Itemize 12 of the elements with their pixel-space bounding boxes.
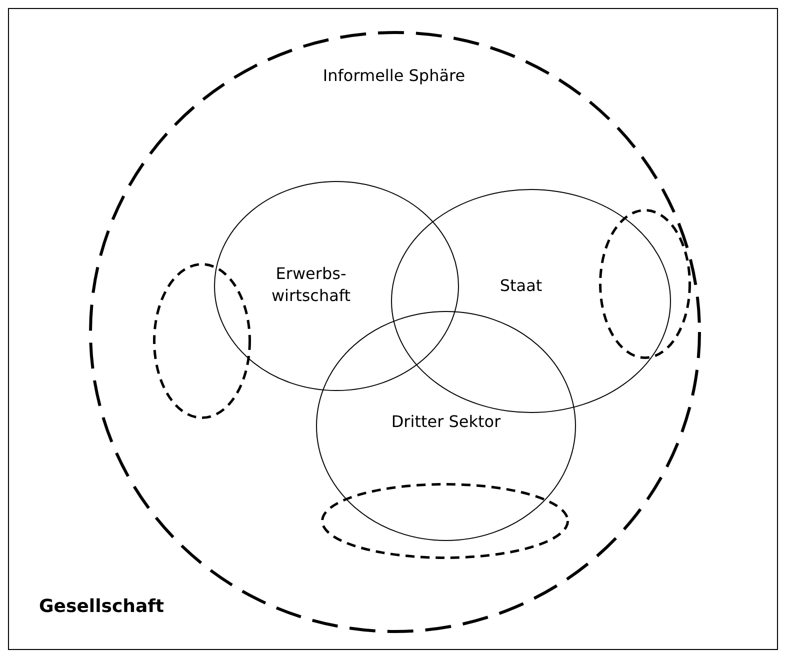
dashed-ellipse: [599, 209, 691, 359]
diagram-frame: [8, 8, 778, 650]
circle-label: Staat: [498, 275, 544, 297]
venn-circle: [316, 311, 576, 541]
dashed-ellipse: [321, 483, 569, 559]
circle-label: Informelle Sphäre: [322, 65, 466, 87]
venn-circle: [391, 189, 671, 413]
circle-label: Dritter Sektor: [390, 411, 502, 433]
circle-label: Erwerbs- wirtschaft: [270, 263, 352, 306]
venn-circle: [214, 181, 459, 391]
frame-title: Gesellschaft: [39, 595, 166, 619]
dashed-ellipse: [153, 263, 251, 419]
